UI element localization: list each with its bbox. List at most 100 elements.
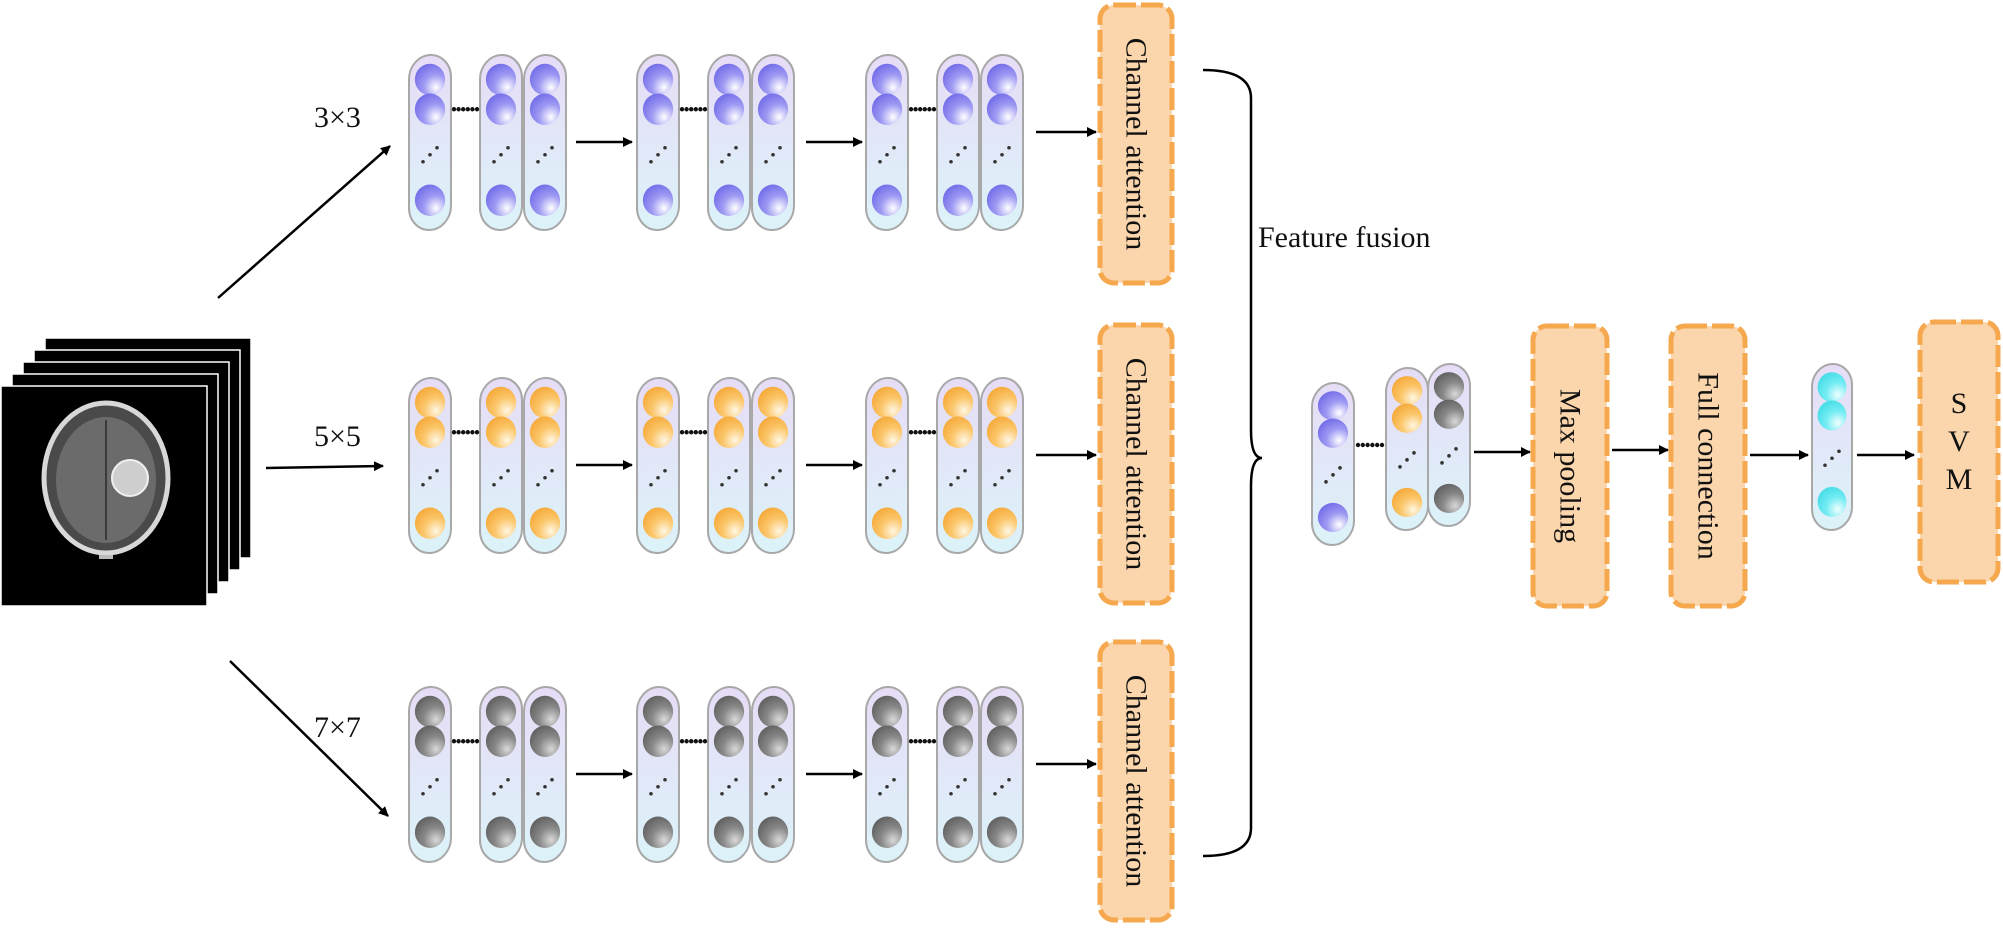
feature-neuron [529,93,561,125]
feature-column [865,685,909,864]
ellipsis-dot [543,152,547,157]
horizontal-ellipsis-dot [693,739,698,744]
ellipsis-dot [963,145,967,150]
feature-neuron [757,184,789,216]
horizontal-ellipsis-dot [465,107,470,112]
feature-fusion-brace [1202,68,1263,858]
ellipsis-dot [1405,458,1409,462]
ellipsis-dot [771,152,775,157]
horizontal-ellipsis-dot [922,107,927,112]
ellipsis-dot [435,777,439,782]
ellipsis-dot [492,482,496,487]
feature-column [936,376,980,555]
feature-neuron [485,725,517,757]
ellipsis-dot [727,475,731,480]
feature-neuron [1391,403,1423,433]
feature-neuron [414,416,446,448]
connection-arrows [217,127,1915,817]
ellipsis-dot [506,468,510,473]
ellipsis-dot [885,152,889,157]
feature-neuron [642,93,674,125]
feature-neuron [986,507,1018,539]
ellipsis-dot [892,777,896,782]
feature-column [751,53,795,232]
horizontal-ellipsis-dot [1365,442,1370,448]
ellipsis-dot [778,145,782,150]
feature-neuron [414,386,446,419]
horizontal-ellipsis-dot [451,739,457,744]
scale-marker [99,555,113,559]
ellipsis-dot [492,159,496,164]
feature-column [936,685,980,864]
ellipsis-dot [949,482,953,487]
feature-column [751,376,795,555]
ellipsis-dot [1412,451,1416,455]
output-column [1811,362,1853,532]
feature-neuron [414,63,446,96]
ellipsis-dot [506,145,510,150]
feature-neuron [414,507,446,539]
feature-neuron [485,507,517,539]
horizontal-ellipsis-dot [1379,442,1385,448]
ellipsis-dot [543,475,547,480]
ellipsis-dot [421,482,425,487]
horizontal-ellipsis-dot [693,107,698,112]
horizontal-ellipsis-dot [1375,442,1380,448]
ellipsis-dot [720,791,724,796]
horizontal-ellipsis-dot [693,430,698,435]
ellipsis-dot [1830,456,1834,461]
tumor-region [111,459,149,497]
feature-column [936,53,980,232]
feature-column [523,685,567,864]
ellipsis-dot [892,468,896,473]
feature-neuron [871,816,903,848]
horizontal-ellipsis-dot [684,739,689,744]
horizontal-ellipsis-dot [684,430,689,435]
ellipsis-dot [1823,463,1827,468]
feature-neuron [1317,502,1349,533]
horizontal-ellipsis-dot [927,430,932,435]
ellipsis-dot [878,791,882,796]
feature-neuron [414,725,446,757]
feature-neuron [485,184,517,216]
arrow-input-to-7x7 [229,660,389,817]
horizontal-ellipsis-dot [913,107,918,112]
feature-neuron [529,386,561,419]
svm-label-letter: M [1946,463,1973,496]
feature-neuron [529,416,561,448]
horizontal-ellipsis-dot [456,430,461,435]
feature-column [707,685,751,864]
feature-neuron [986,695,1018,728]
horizontal-ellipsis-dot [931,430,937,435]
horizontal-ellipsis-dot [698,107,703,112]
ellipsis-dot [764,482,768,487]
kernel-label-5x5: 5×5 [314,420,361,453]
feature-neuron [871,386,903,419]
svm-box [1917,319,2001,585]
feature-neuron [871,184,903,216]
feature-column [636,53,680,232]
horizontal-ellipsis-dot [918,430,923,435]
feature-neuron [871,695,903,728]
ellipsis-dot [734,468,738,473]
ellipsis-dot [421,791,425,796]
feature-neuron [414,816,446,848]
horizontal-ellipsis-dot [698,739,703,744]
feature-column [865,376,909,555]
fused-column-3x3 [1311,381,1355,547]
ellipsis-dot [663,468,667,473]
feature-neuron [986,184,1018,216]
feature-neuron [871,725,903,757]
ellipsis-dot [656,784,660,789]
ellipsis-dot [1331,473,1335,477]
feature-neuron [757,695,789,728]
feature-neuron [757,386,789,419]
feature-neuron [713,63,745,96]
horizontal-ellipsis-dot [908,739,914,744]
ellipsis-dot [778,468,782,473]
ellipsis-dot [421,159,425,164]
feature-neuron [942,63,974,96]
ellipsis-dot [1000,784,1004,789]
horizontal-ellipsis-dot [702,739,708,744]
feature-neuron [1433,399,1465,429]
